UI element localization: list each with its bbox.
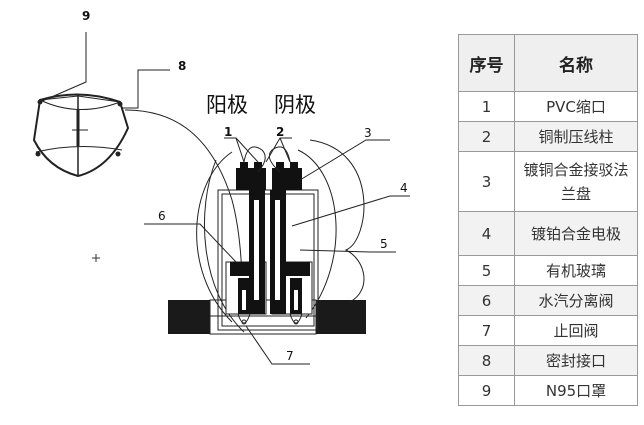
callout-8: 8 — [178, 59, 186, 73]
table-row: 6 水汽分离阀 — [458, 285, 638, 316]
table-row: 5 有机玻璃 — [458, 255, 638, 286]
table-row: 1 PVC缩口 — [458, 91, 638, 122]
callout-3: 3 — [364, 126, 372, 140]
table-row: 9 N95口罩 — [458, 375, 638, 406]
table-row: 4 镀铂合金电极 — [458, 211, 638, 256]
callout-4: 4 — [400, 181, 408, 195]
callout-7: 7 — [286, 349, 294, 363]
row-number: 9 — [458, 375, 515, 406]
table-header-row: 序号 名称 — [458, 34, 638, 92]
device-diagram: 9 8 1 2 3 4 5 6 7 阳极 阴极 — [32, 9, 410, 365]
table-row: 7 止回阀 — [458, 315, 638, 346]
callout-1: 1 — [224, 125, 232, 139]
callout-5: 5 — [380, 237, 388, 251]
table-row: 3 镀铜合金接驳法兰盘 — [458, 151, 638, 212]
n95-mask-drawing — [32, 93, 245, 326]
header-number: 序号 — [458, 34, 515, 92]
row-name: 水汽分离阀 — [514, 285, 638, 316]
center-mark — [92, 254, 100, 262]
row-name: 镀铜合金接驳法兰盘 — [514, 151, 638, 212]
electrolysis-device-drawing — [168, 139, 366, 335]
row-name: N95口罩 — [514, 375, 638, 406]
callout-2: 2 — [276, 125, 284, 139]
row-number: 7 — [458, 315, 515, 346]
row-number: 3 — [458, 151, 515, 212]
row-number: 2 — [458, 121, 515, 152]
cathode-label: 阴极 — [274, 93, 316, 117]
table-row: 8 密封接口 — [458, 345, 638, 376]
row-number: 4 — [458, 211, 515, 256]
anode-label: 阳极 — [206, 93, 248, 117]
row-number: 1 — [458, 91, 515, 122]
row-number: 5 — [458, 255, 515, 286]
row-name: 铜制压线柱 — [514, 121, 638, 152]
callout-leaders — [39, 32, 410, 365]
row-name: 镀铂合金电极 — [514, 211, 638, 256]
callout-9: 9 — [82, 9, 90, 23]
row-name: 有机玻璃 — [514, 255, 638, 286]
header-name: 名称 — [514, 34, 638, 92]
row-name: PVC缩口 — [514, 91, 638, 122]
row-number: 8 — [458, 345, 515, 376]
row-number: 6 — [458, 285, 515, 316]
callout-6: 6 — [158, 209, 166, 223]
row-name: 密封接口 — [514, 345, 638, 376]
parts-legend-table: 序号 名称 1 PVC缩口 2 铜制压线柱 3 镀铜合金接驳法兰盘 4 镀铂合金… — [458, 34, 638, 406]
row-name: 止回阀 — [514, 315, 638, 346]
table-row: 2 铜制压线柱 — [458, 121, 638, 152]
